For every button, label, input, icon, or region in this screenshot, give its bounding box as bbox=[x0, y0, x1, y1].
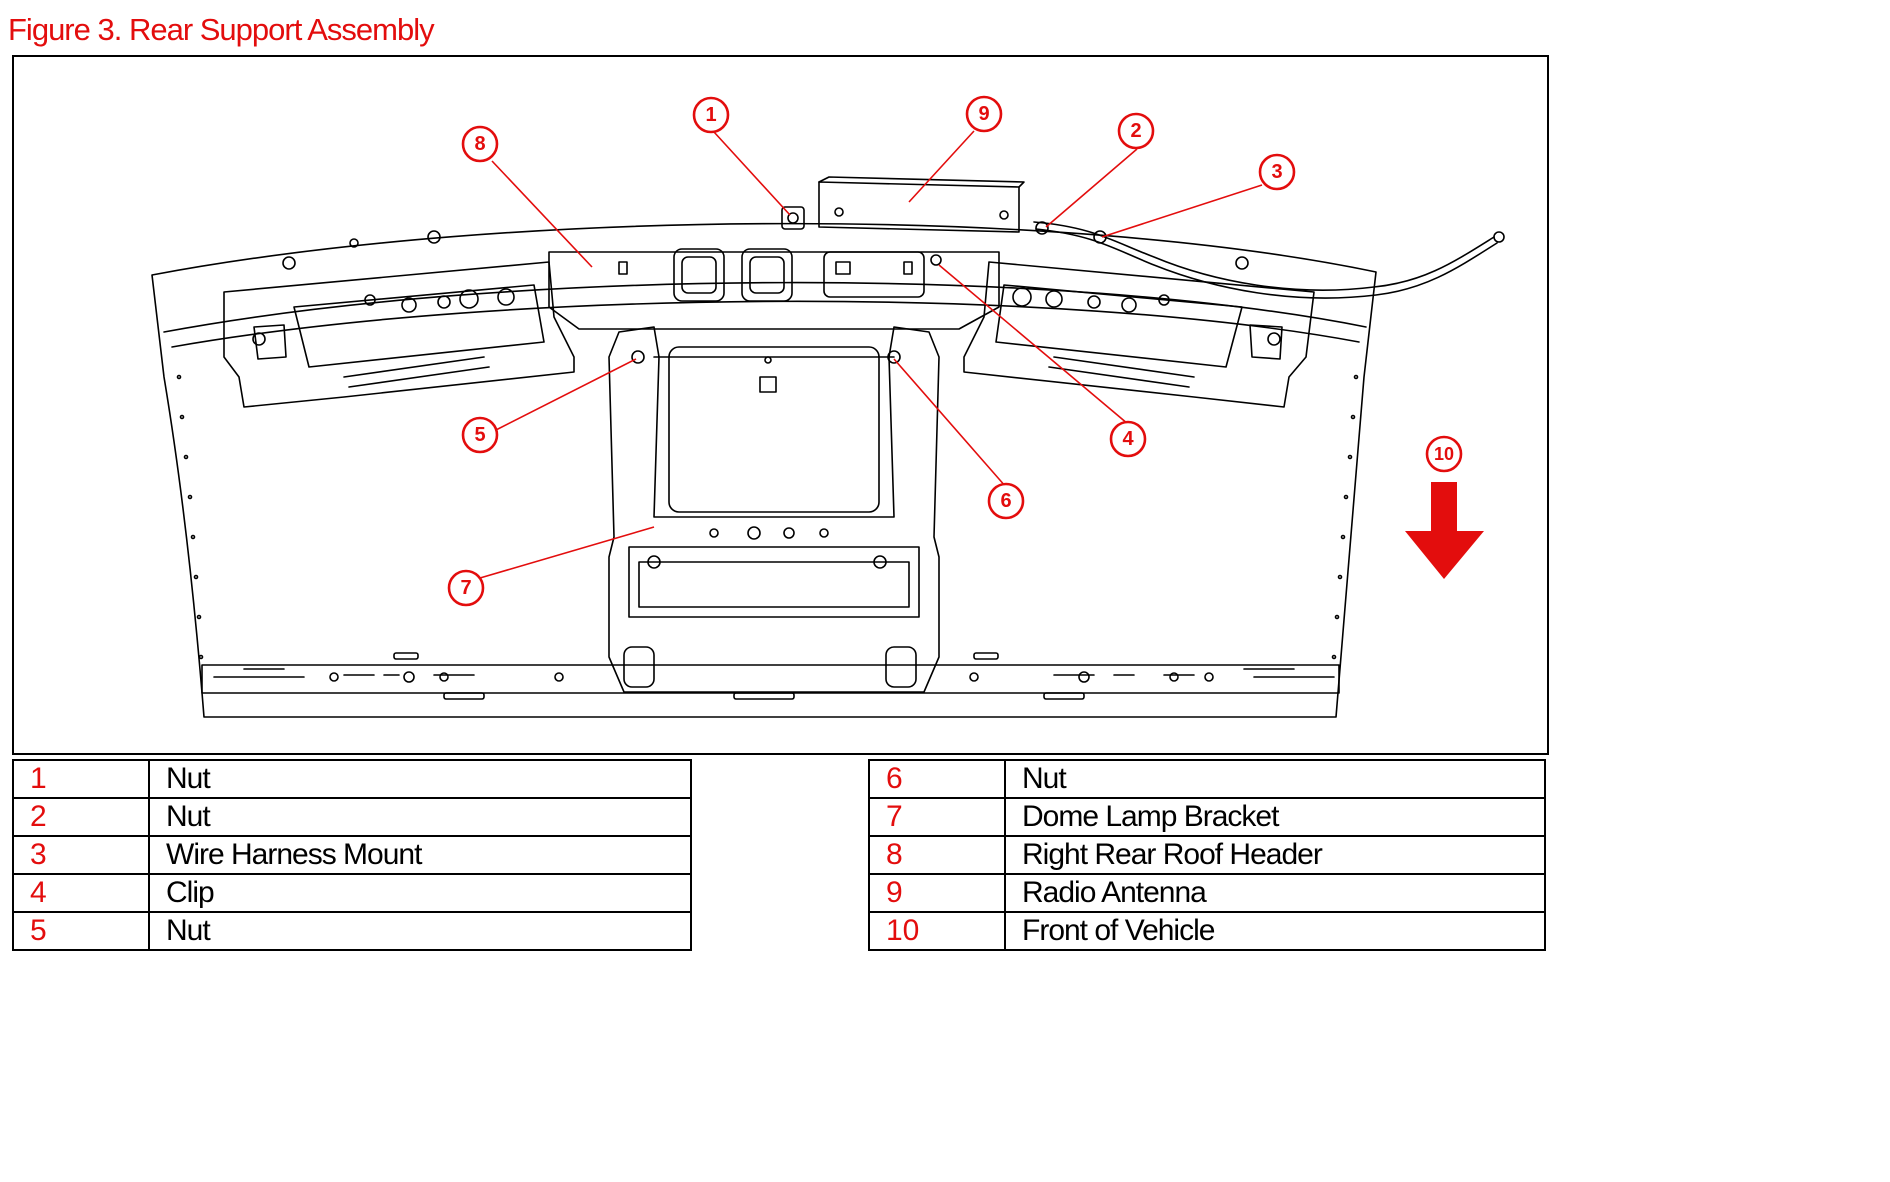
wire-harness bbox=[1033, 221, 1495, 291]
left-bracket bbox=[223, 261, 575, 408]
callout-4-circle bbox=[1109, 420, 1147, 458]
legend-row: 10 Front of Vehicle bbox=[868, 911, 1546, 951]
callout-2-circle bbox=[1117, 112, 1155, 150]
bottom-rail bbox=[201, 664, 1340, 694]
callout-7: 7 bbox=[460, 577, 471, 599]
callout-10: 10 bbox=[1434, 444, 1454, 464]
legend-num: 5 bbox=[12, 911, 150, 951]
callout-2: 2 bbox=[1130, 120, 1141, 142]
callout-1: 1 bbox=[705, 104, 716, 126]
legend-row: 7 Dome Lamp Bracket bbox=[868, 797, 1546, 837]
legend-label: Nut bbox=[148, 911, 692, 951]
callout-5: 5 bbox=[474, 424, 485, 446]
callout-8-circle bbox=[461, 125, 499, 163]
edge-rivets bbox=[176, 374, 1359, 660]
legend-row: 2 Nut bbox=[12, 797, 692, 837]
callout-9-circle bbox=[965, 95, 1003, 133]
legend-num: 10 bbox=[868, 911, 1006, 951]
legend-num: 8 bbox=[868, 835, 1006, 875]
callout-4: 4 bbox=[1122, 428, 1134, 450]
legend-label: Radio Antenna bbox=[1004, 873, 1546, 913]
callout-7-circle bbox=[447, 569, 485, 607]
legend-table-left: 1 Nut 2 Nut 3 Wire Harness Mount 4 Clip … bbox=[12, 759, 692, 951]
legend-row: 3 Wire Harness Mount bbox=[12, 835, 692, 875]
legend-num: 3 bbox=[12, 835, 150, 875]
legend-label: Wire Harness Mount bbox=[148, 835, 692, 875]
figure-frame: 1 2 3 4 5 6 7 8 9 10 bbox=[12, 55, 1549, 755]
legend-label: Nut bbox=[148, 759, 692, 799]
legend-label: Front of Vehicle bbox=[1004, 911, 1546, 951]
legend-num: 4 bbox=[12, 873, 150, 913]
callout-5-circle bbox=[461, 416, 499, 454]
callout-8: 8 bbox=[474, 133, 485, 155]
callout-6-circle bbox=[987, 482, 1025, 520]
dome-lamp-bracket bbox=[608, 326, 940, 693]
legend-label: Nut bbox=[148, 797, 692, 837]
legend-num: 7 bbox=[868, 797, 1006, 837]
legend-row: 8 Right Rear Roof Header bbox=[868, 835, 1546, 875]
assembly-diagram: 1 2 3 4 5 6 7 8 9 10 bbox=[151, 95, 1505, 718]
legend-num: 6 bbox=[868, 759, 1006, 799]
callout-10-circle bbox=[1425, 435, 1463, 473]
legend-label: Nut bbox=[1004, 759, 1546, 799]
callout-6: 6 bbox=[1000, 490, 1011, 512]
legend-num: 1 bbox=[12, 759, 150, 799]
legend-row: 9 Radio Antenna bbox=[868, 873, 1546, 913]
legend-label: Right Rear Roof Header bbox=[1004, 835, 1546, 875]
callout-9: 9 bbox=[978, 103, 989, 125]
legend-row: 6 Nut bbox=[868, 759, 1546, 799]
right-bracket bbox=[963, 261, 1315, 408]
legend-table-right: 6 Nut 7 Dome Lamp Bracket 8 Right Rear R… bbox=[868, 759, 1546, 951]
figure-title: Figure 3. Rear Support Assembly bbox=[8, 12, 435, 47]
header-inner-edge bbox=[163, 281, 1367, 333]
legend-row: 5 Nut bbox=[12, 911, 692, 951]
antenna-box bbox=[818, 181, 1020, 233]
callout-3: 3 bbox=[1271, 161, 1282, 183]
legend-num: 9 bbox=[868, 873, 1006, 913]
arrow-down-icon bbox=[1405, 482, 1484, 579]
legend-row: 4 Clip bbox=[12, 873, 692, 913]
center-header bbox=[548, 251, 1000, 330]
header-outline bbox=[151, 222, 1377, 718]
callout-1-circle bbox=[692, 96, 730, 134]
callout-3-circle bbox=[1258, 153, 1296, 191]
legend-row: 1 Nut bbox=[12, 759, 692, 799]
legend-label: Dome Lamp Bracket bbox=[1004, 797, 1546, 837]
legend-label: Clip bbox=[148, 873, 692, 913]
legend-num: 2 bbox=[12, 797, 150, 837]
